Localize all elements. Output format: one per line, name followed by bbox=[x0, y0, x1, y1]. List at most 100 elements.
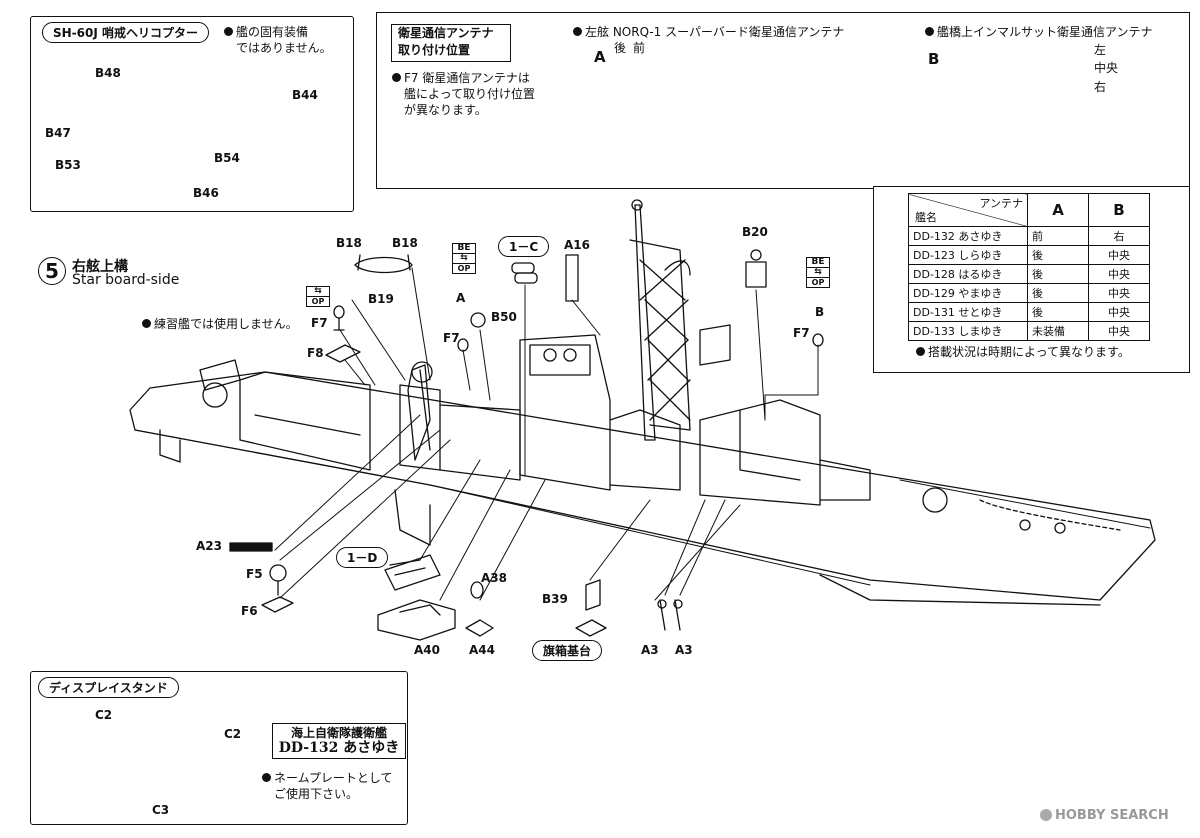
part-f5: F5 bbox=[246, 567, 263, 581]
ship-hull bbox=[129, 371, 1156, 606]
bullet-icon bbox=[392, 73, 401, 82]
stand-note-line1: ネームプレートとして bbox=[274, 771, 393, 785]
part-b39: B39 bbox=[542, 592, 568, 606]
table-cell-ship: DD-123 しらゆき bbox=[908, 245, 1028, 265]
antenna-note-line1: F7 衛星通信アンテナは bbox=[404, 71, 530, 85]
antenna-caption-right: 艦橋上インマルサット衛星通信アンテナ bbox=[925, 24, 1153, 40]
antenna-note: F7 衛星通信アンテナは 艦によって取り付け位置 が異なります。 bbox=[392, 70, 535, 118]
part-c2-left: C2 bbox=[95, 708, 113, 722]
table-cell-ship: DD-129 やまゆき bbox=[908, 283, 1028, 303]
stand-note-line2: ご使用下さい。 bbox=[274, 787, 359, 801]
table-row: DD-128 はるゆき後中央 bbox=[908, 264, 1150, 284]
table-row: DD-123 しらゆき後中央 bbox=[908, 245, 1150, 265]
bullet-icon bbox=[262, 773, 271, 782]
op-icon-text: OP bbox=[311, 297, 325, 306]
op-icon-text: OP bbox=[457, 264, 471, 273]
helicopter-panel bbox=[30, 16, 354, 212]
table-row: DD-131 せとゆき後中央 bbox=[908, 302, 1150, 322]
helicopter-note-line1: 艦の固有装備 bbox=[236, 25, 309, 39]
part-b18-right: B18 bbox=[392, 236, 418, 250]
part-a23: A23 bbox=[196, 539, 222, 553]
step-title-en: Star board-side bbox=[72, 272, 180, 288]
table-cell-b: 右 bbox=[1088, 226, 1150, 246]
table-header-antenna: アンテナ bbox=[979, 197, 1023, 210]
aft-mast-and-stack bbox=[407, 361, 433, 461]
antenna-note-line2: 艦によって取り付け位置 bbox=[404, 87, 536, 101]
part-a40: A40 bbox=[414, 643, 440, 657]
table-cell-ship: DD-132 あさゆき bbox=[908, 226, 1028, 246]
be-op-icon-mid: BE⇆OP bbox=[452, 243, 476, 274]
training-ship-note-text: 練習艦では使用しません。 bbox=[154, 317, 298, 331]
table-footnote-text: 搭載状況は時期によって異なります。 bbox=[928, 345, 1130, 359]
part-f7-left: F7 bbox=[311, 316, 328, 330]
part-a16: A16 bbox=[564, 238, 590, 252]
bullet-icon bbox=[573, 27, 582, 36]
name-plate-line2: DD-132 あさゆき bbox=[278, 740, 400, 756]
part-f7-right: F7 bbox=[793, 326, 810, 340]
antenna-caption-left: 左舷 NORQ-1 スーパーバード衛星通信アンテナ bbox=[573, 24, 844, 40]
position-rear-label: 後 bbox=[614, 41, 627, 55]
be-icon-text: BE bbox=[453, 244, 475, 254]
position-right-label: 右 bbox=[1094, 80, 1107, 94]
subassembly-1c: 1－C bbox=[498, 236, 550, 257]
part-a38: A38 bbox=[481, 571, 507, 585]
table-cell-b: 中央 bbox=[1088, 264, 1150, 284]
table-cell-b: 中央 bbox=[1088, 245, 1150, 265]
table-cell-a: 後 bbox=[1027, 264, 1089, 284]
part-c3: C3 bbox=[152, 803, 170, 817]
part-a44: A44 bbox=[469, 643, 495, 657]
subassembly-1d: 1－D bbox=[336, 547, 389, 568]
table-header-b: B bbox=[1088, 193, 1150, 227]
part-a-label: A bbox=[456, 291, 466, 305]
table-row: DD-132 あさゆき前右 bbox=[908, 226, 1150, 246]
part-b54: B54 bbox=[214, 151, 240, 165]
antenna-note-line3: が異なります。 bbox=[404, 103, 487, 117]
training-ship-note: 練習艦では使用しません。 bbox=[142, 316, 298, 332]
watermark-logo-icon bbox=[1040, 809, 1052, 821]
helicopter-note: 艦の固有装備 ではありません。 bbox=[224, 24, 332, 56]
name-plate: 海上自衛隊護衛艦 DD-132 あさゆき bbox=[272, 723, 406, 759]
part-b48: B48 bbox=[95, 66, 121, 80]
position-b-label: B bbox=[928, 50, 940, 68]
part-b18-left: B18 bbox=[336, 236, 362, 250]
part-b46: B46 bbox=[193, 186, 219, 200]
callout-lines bbox=[274, 267, 819, 601]
part-b20: B20 bbox=[742, 225, 768, 239]
table-cell-b: 中央 bbox=[1088, 302, 1150, 322]
stand-note: ネームプレートとして ご使用下さい。 bbox=[262, 770, 393, 802]
mast bbox=[629, 199, 731, 441]
antenna-panel bbox=[376, 12, 1190, 189]
position-center-label: 中央 bbox=[1094, 61, 1119, 75]
part-b53: B53 bbox=[55, 158, 81, 172]
table-row: DD-133 しまゆき未装備中央 bbox=[908, 321, 1150, 341]
part-b47: B47 bbox=[45, 126, 71, 140]
stand-title: ディスプレイスタンド bbox=[38, 677, 179, 698]
part-a3-left: A3 bbox=[641, 643, 659, 657]
table-header-a: A bbox=[1027, 193, 1089, 227]
bullet-icon bbox=[916, 347, 925, 356]
position-left-label: 左 bbox=[1094, 43, 1107, 57]
part-f6: F6 bbox=[241, 604, 258, 618]
part-b44: B44 bbox=[292, 88, 318, 102]
table-corner-cell: アンテナ 艦名 bbox=[908, 193, 1028, 227]
part-b19: B19 bbox=[368, 292, 394, 306]
bullet-icon bbox=[142, 319, 151, 328]
table-cell-b: 中央 bbox=[1088, 283, 1150, 303]
table-cell-a: 未装備 bbox=[1027, 321, 1089, 341]
table-footnote: 搭載状況は時期によって異なります。 bbox=[916, 344, 1130, 360]
bullet-icon bbox=[224, 27, 233, 36]
part-a3-right: A3 bbox=[675, 643, 693, 657]
antenna-title-line2: 取り付け位置 bbox=[398, 43, 471, 57]
position-front-label: 前 bbox=[633, 41, 646, 55]
antenna-title-box: 衛星通信アンテナ 取り付け位置 bbox=[391, 24, 511, 62]
name-plate-line1: 海上自衛隊護衛艦 bbox=[290, 726, 387, 740]
antenna-caption-left-text: 左舷 NORQ-1 スーパーバード衛星通信アンテナ bbox=[585, 25, 845, 39]
op-icon-text: OP bbox=[811, 278, 825, 287]
watermark-text: HOBBY SEARCH bbox=[1055, 808, 1169, 823]
table-cell-ship: DD-131 せとゆき bbox=[908, 302, 1028, 322]
helicopter-title: SH-60J 哨戒ヘリコプター bbox=[42, 22, 210, 43]
ship-superstructure bbox=[199, 334, 1066, 534]
table-cell-b: 中央 bbox=[1088, 321, 1150, 341]
